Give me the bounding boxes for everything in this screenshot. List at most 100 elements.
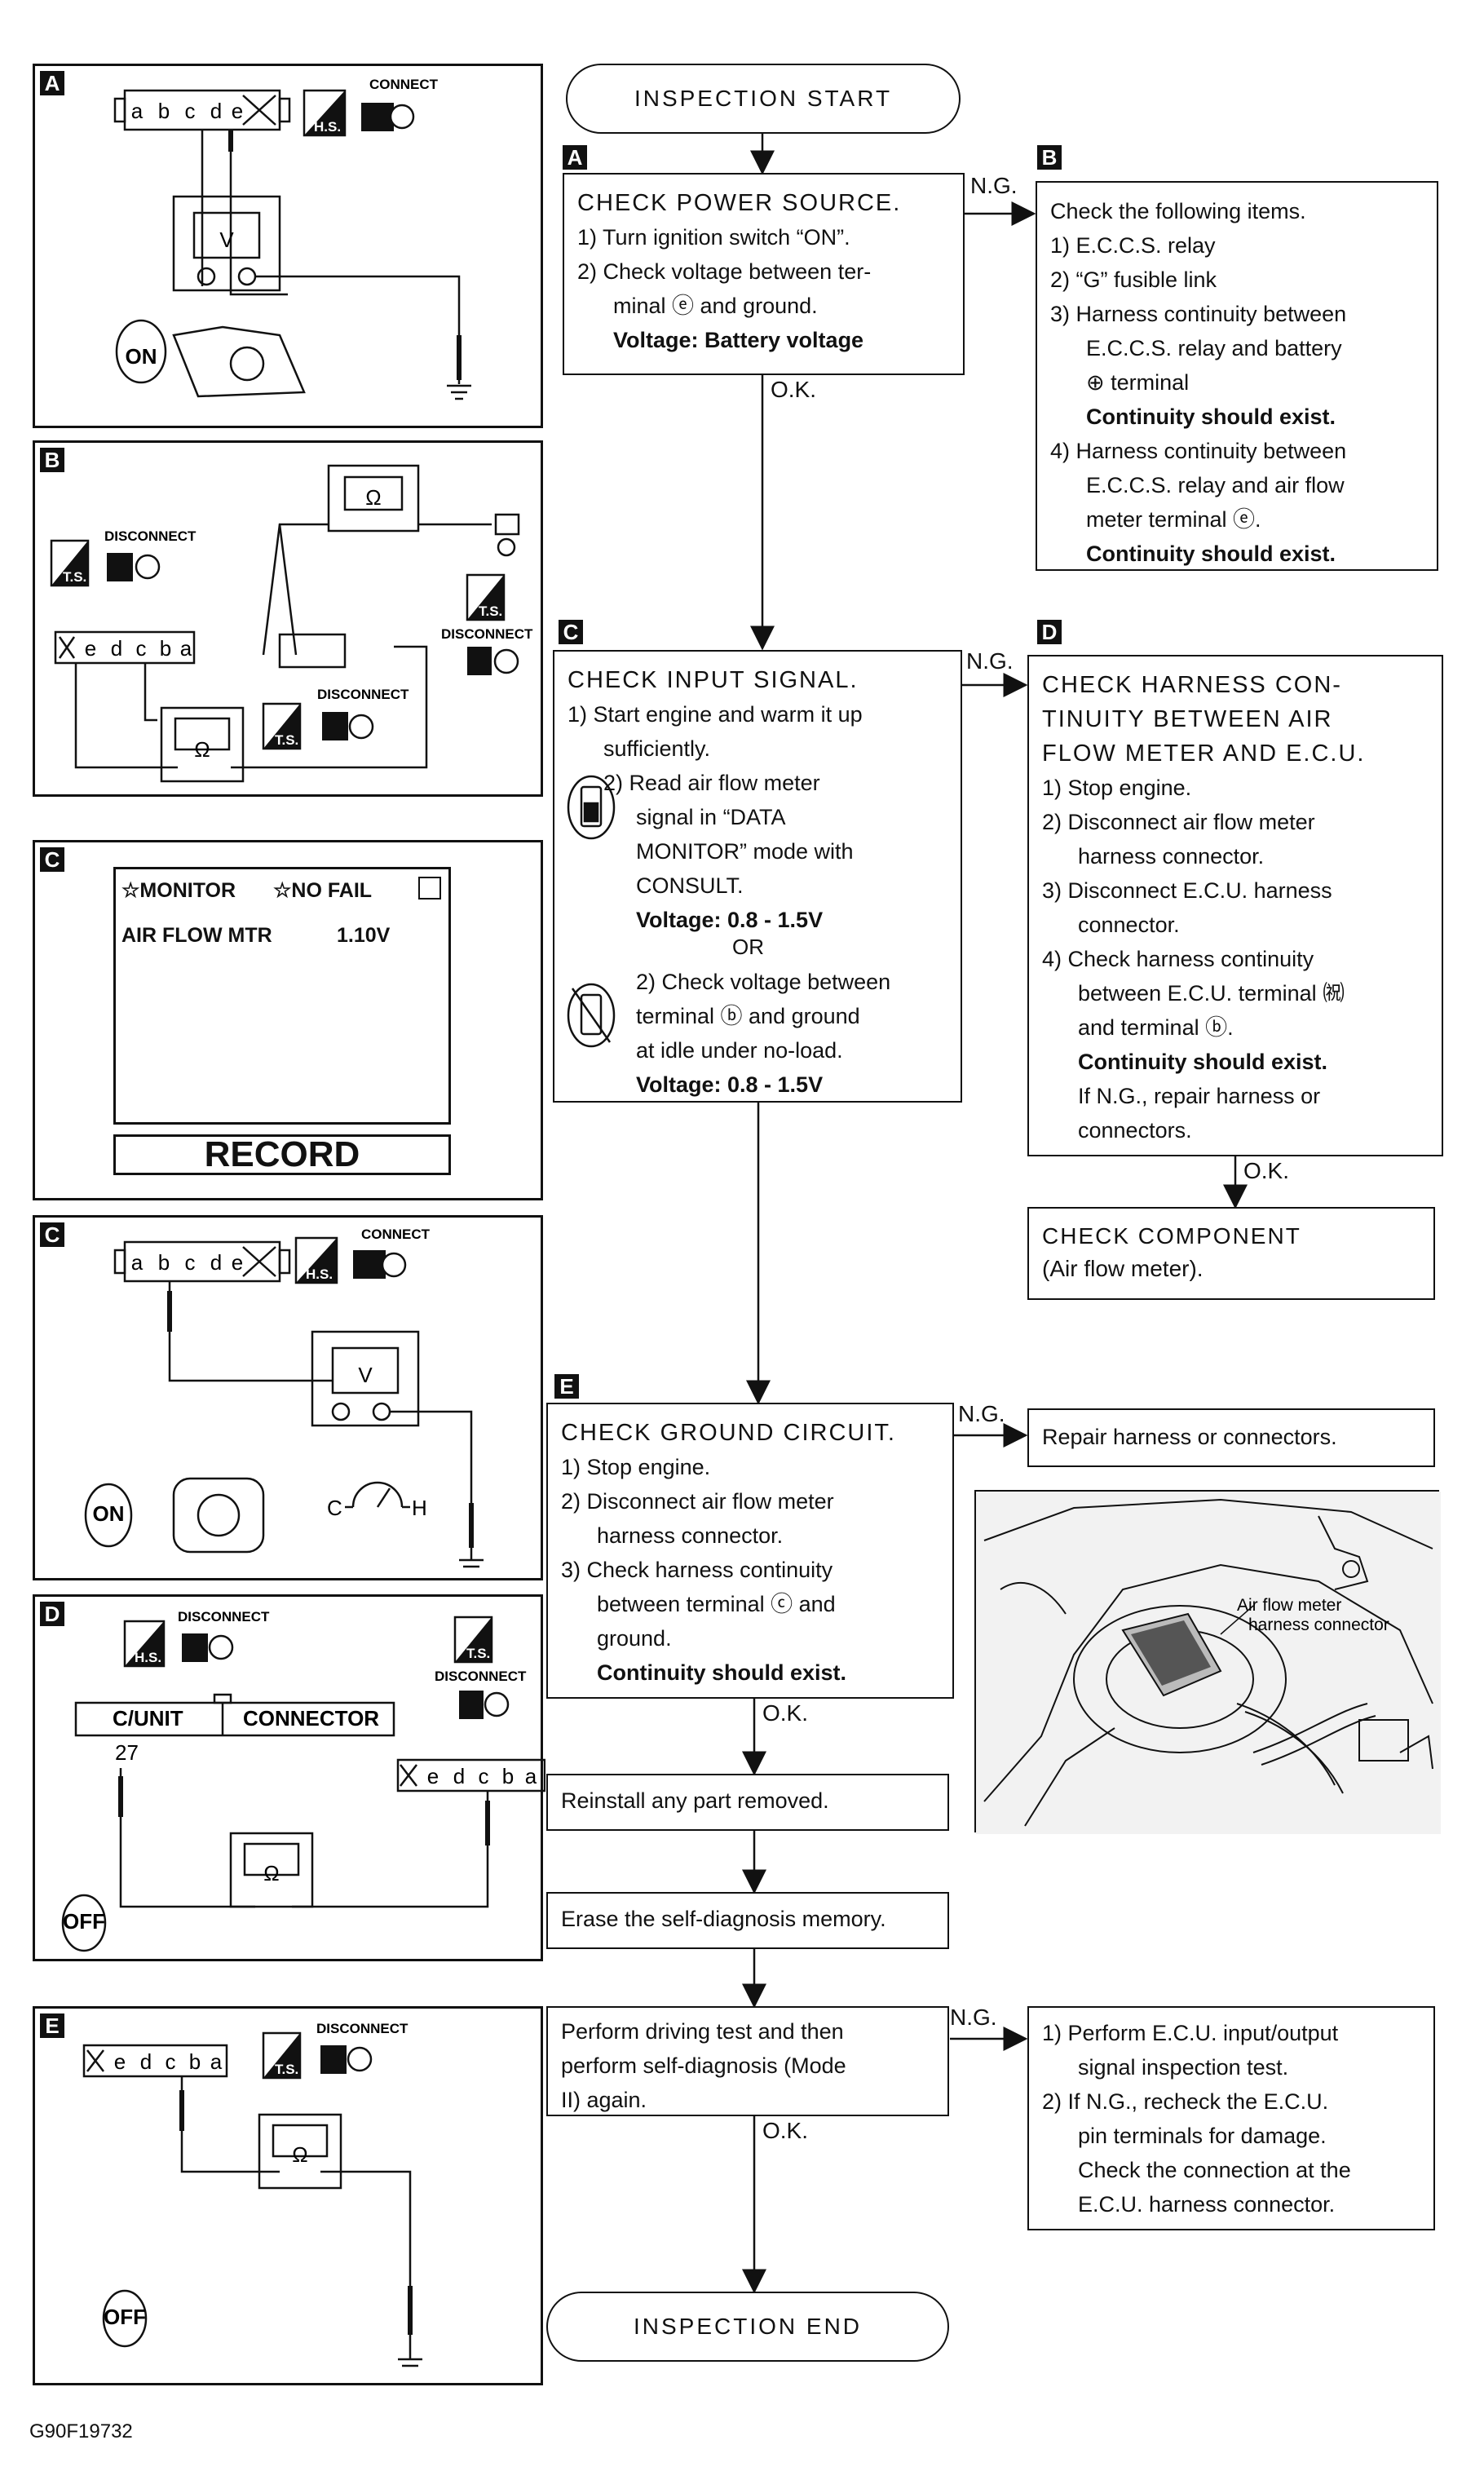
panel-e-tag: E — [40, 2013, 64, 2038]
step-d-line: 1) Stop engine. — [1042, 776, 1192, 800]
step-d-spec: Continuity should exist. — [1078, 1050, 1328, 1074]
connector-plug-icon — [361, 103, 394, 131]
ts-label: T.S. — [63, 569, 86, 585]
step-c-line: sufficiently. — [603, 736, 711, 761]
step-d-box: CHECK HARNESS CON- TINUITY BETWEEN AIR F… — [1027, 655, 1443, 1156]
photo-label-line: harness connector — [1248, 1616, 1389, 1634]
ts-label: T.S. — [275, 2062, 298, 2077]
driving-line: Perform driving test and then — [561, 2019, 844, 2044]
disconnect-plug-icon — [322, 712, 348, 740]
ecu-line: signal inspection test. — [1078, 2055, 1289, 2080]
hs-label: H.S. — [306, 1266, 333, 1282]
disconnect-label: DISCONNECT — [435, 1669, 527, 1684]
pin-label: b — [502, 1764, 514, 1788]
engine-bay-photo: Air flow meter harness connector — [974, 1490, 1441, 1834]
engine-bay-illustration: Air flow meter harness connector — [976, 1492, 1441, 1834]
step-a-box: CHECK POWER SOURCE. 1) Turn ignition swi… — [563, 173, 965, 375]
panel-d-pins: e d c b a — [427, 1764, 537, 1788]
step-c-tag: C — [559, 620, 583, 644]
or-label: OR — [732, 935, 764, 959]
ignition-key-label: OFF — [104, 2305, 146, 2329]
inspection-end: INSPECTION END — [546, 2292, 949, 2362]
step-c-title: CHECK INPUT SIGNAL. — [568, 667, 859, 693]
erase-text: Erase the self-diagnosis memory. — [561, 1907, 886, 1931]
pin-label: c — [185, 99, 196, 123]
disconnect-plug-icon — [467, 647, 492, 675]
pin-label: a — [210, 2049, 223, 2074]
panel-d: D C/UNIT CONNECTOR 27 e d c b a Ω OFF — [33, 1594, 545, 1961]
pin-label: c — [185, 1250, 196, 1275]
disconnect-label: DISCONNECT — [178, 1609, 270, 1624]
disconnect-label: DISCONNECT — [104, 528, 197, 544]
step-e-box: CHECK GROUND CIRCUIT. 1) Stop engine. 2)… — [546, 1403, 954, 1699]
meter-label: Ω — [292, 2142, 307, 2167]
step-d-line: and terminal ⓑ. — [1078, 1015, 1234, 1040]
pin-label: a — [525, 1764, 537, 1788]
step-b-line: ⊕ terminal — [1086, 370, 1190, 395]
step-a-title: CHECK POWER SOURCE. — [577, 190, 902, 216]
step-c-line: 1) Start engine and warm it up — [568, 702, 863, 727]
pin-label: c — [166, 2049, 176, 2074]
disconnect-plug-icon — [182, 1633, 208, 1662]
check-component-box: CHECK COMPONENT (Air flow meter). — [1027, 1207, 1435, 1300]
step-c-line: CONSULT. — [636, 873, 744, 898]
panel-e-drawing: e d c b a Ω OFF T.S. DISCONNECT — [82, 2021, 422, 2367]
pin-label: c — [136, 636, 147, 661]
step-b-box: Check the following items. 1) E.C.C.S. r… — [1036, 181, 1438, 571]
step-e-line: 2) Disconnect air flow meter — [561, 1489, 834, 1514]
panel-e: E e d c b a Ω OFF T.S. DISCONNECT — [33, 2006, 543, 2385]
ignition-key-label: OFF — [63, 1909, 105, 1934]
step-e-line: 3) Check harness continuity — [561, 1558, 833, 1582]
ecu-line: pin terminals for damage. — [1078, 2124, 1327, 2148]
ecu-line: E.C.U. harness connector. — [1078, 2192, 1336, 2217]
terminal-27-label: 27 — [115, 1740, 139, 1765]
step-c-spec: Voltage: 0.8 - 1.5V — [636, 908, 824, 932]
step-d-tag: D — [1037, 620, 1062, 644]
step-b-line: 2) “G” fusible link — [1050, 267, 1217, 292]
step-d-line: connector. — [1078, 913, 1180, 937]
ignition-key-label: ON — [126, 344, 157, 369]
driving-line: II) again. — [561, 2088, 647, 2112]
step-a-tag: A — [563, 145, 587, 170]
gauge-hot-label: H — [412, 1496, 427, 1520]
step-d-line: between E.C.U. terminal ㈷ — [1078, 981, 1345, 1006]
step-d-title: TINUITY BETWEEN AIR — [1042, 706, 1333, 732]
panel-c2-drawing: a b c d e H.S. CONNECT V ON C H — [84, 1227, 484, 1568]
disconnect-label: DISCONNECT — [316, 2021, 409, 2036]
step-b-line: E.C.C.S. relay and air flow — [1086, 473, 1345, 497]
gauge-cold-label: C — [327, 1496, 342, 1520]
step-c-line: at idle under no-load. — [636, 1038, 843, 1063]
ts-label: T.S. — [466, 1646, 490, 1661]
step-e-line: ground. — [597, 1626, 672, 1651]
ignition-key-label: ON — [93, 1501, 125, 1526]
disconnect-plug-icon — [459, 1691, 484, 1719]
ts-label: T.S. — [275, 732, 298, 748]
panel-c-voltage: C a b c d e — [33, 1215, 543, 1580]
figure-code: G90F19732 — [29, 2420, 133, 2442]
erase-box: Erase the self-diagnosis memory. — [546, 1892, 949, 1949]
step-d-title: FLOW METER AND E.C.U. — [1042, 740, 1366, 767]
step-a-line: minal ⓔ and ground. — [613, 294, 818, 318]
check-component-title: CHECK COMPONENT — [1042, 1223, 1301, 1249]
step-b-spec: Continuity should exist. — [1086, 404, 1336, 429]
step-c-box: CHECK INPUT SIGNAL. 1) Start engine and … — [553, 650, 962, 1103]
step-b-line: 4) Harness continuity between — [1050, 439, 1347, 463]
step-a-line: 2) Check voltage between ter- — [577, 259, 872, 284]
cunit-label: C/UNIT — [113, 1706, 183, 1731]
step-d-line: 3) Disconnect E.C.U. harness — [1042, 878, 1332, 903]
panel-b-tag: B — [40, 448, 64, 472]
connect-label: CONNECT — [369, 77, 439, 92]
inspection-start: INSPECTION START — [566, 64, 961, 134]
photo-label-line: Air flow meter — [1237, 1596, 1341, 1615]
no-fail-label: ☆NO FAIL — [273, 879, 373, 902]
disconnect-label: DISCONNECT — [441, 626, 533, 642]
connect-label: CONNECT — [361, 1227, 431, 1242]
pin-label: e — [232, 99, 243, 123]
pin-label: b — [158, 99, 170, 123]
step-d-title: CHECK HARNESS CON- — [1042, 672, 1342, 698]
pin-label: a — [180, 636, 192, 661]
ng-label: N.G. — [966, 648, 1014, 674]
check-component-sub: (Air flow meter). — [1042, 1256, 1204, 1281]
panel-c-monitor: C ☆MONITOR ☆NO FAIL AIR FLOW MTR 1.10V R… — [33, 840, 543, 1200]
checkbox-icon — [418, 877, 441, 900]
